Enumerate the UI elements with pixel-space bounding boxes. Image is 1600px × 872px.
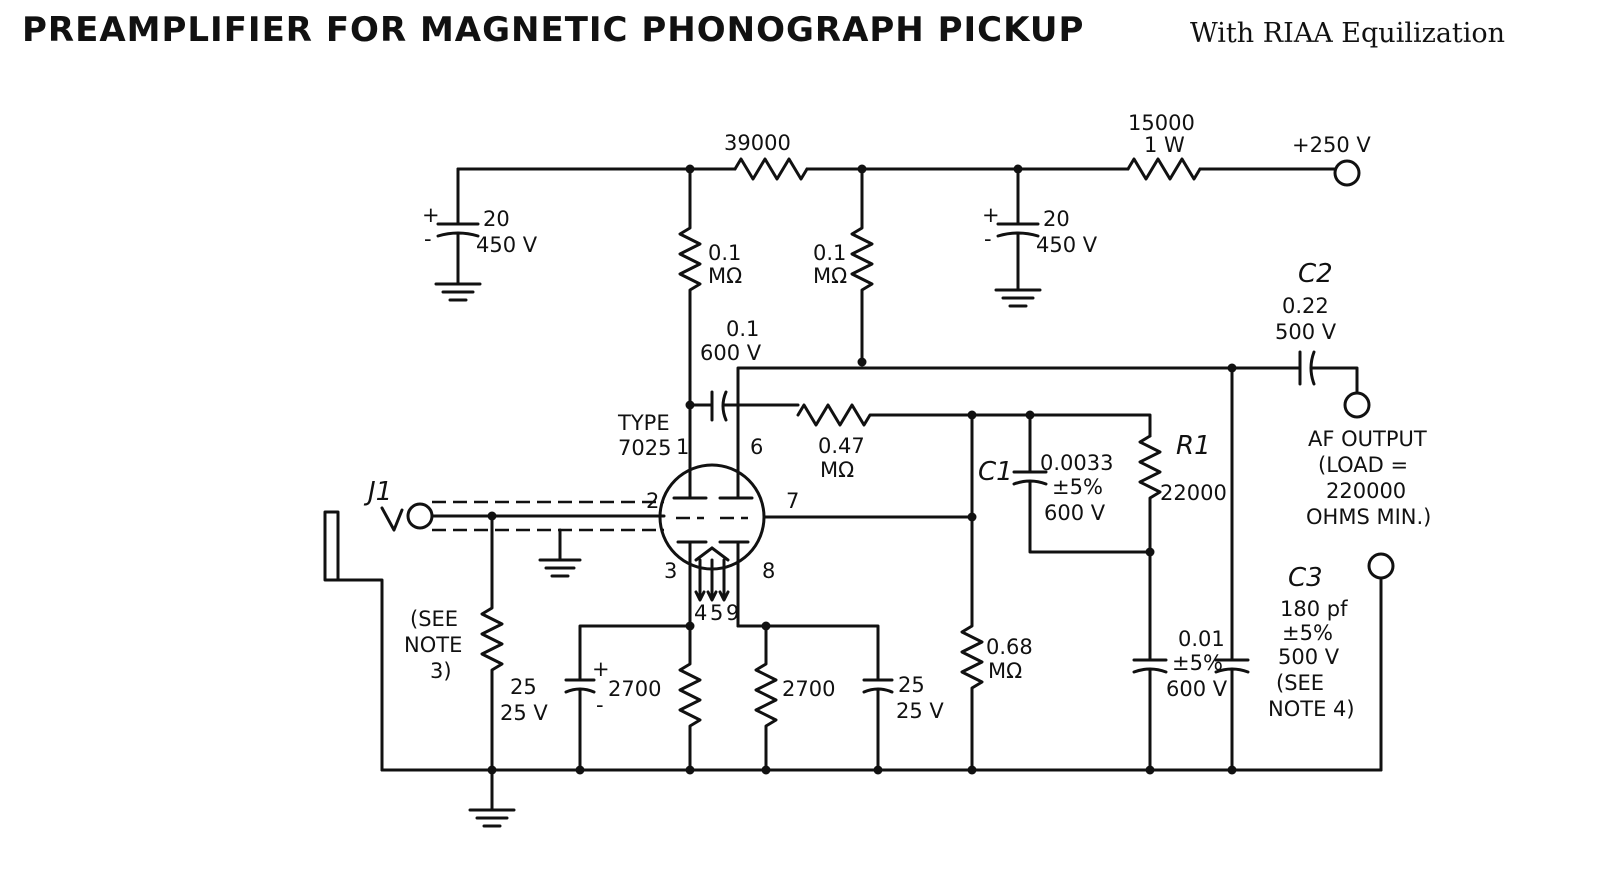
filter2-value: 20 <box>1043 207 1070 231</box>
j1-label: J1 <box>363 477 392 507</box>
c001-value: 0.01 <box>1178 627 1225 651</box>
pin-6: 6 <box>750 435 763 459</box>
output-label-1: AF OUTPUT <box>1308 427 1427 451</box>
filter-capacitor-2 <box>994 167 1042 308</box>
c3-note-line2: NOTE 4) <box>1268 697 1355 721</box>
cath1-resistor: 2700 <box>608 677 661 701</box>
c2-value: 0.22 <box>1282 294 1329 318</box>
plate-resistor-1 <box>678 167 702 410</box>
c1-voltage: 600 V <box>1044 501 1106 525</box>
output-label-2: (LOAD = <box>1318 453 1408 477</box>
filter1-plus: + <box>422 203 440 227</box>
output-terminal-bottom <box>1367 552 1395 580</box>
pin-3: 3 <box>664 559 677 583</box>
pin-1: 1 <box>676 435 689 459</box>
r-15000-watt: 1 W <box>1144 133 1185 157</box>
top-rail <box>456 157 1361 187</box>
supply-label: +250 V <box>1292 133 1371 157</box>
r1-value: 22000 <box>1160 481 1227 505</box>
pin-8: 8 <box>762 559 775 583</box>
plate-resistor-2 <box>850 167 874 367</box>
cath1-minus: - <box>596 693 604 717</box>
c3-capacitor <box>1214 366 1250 775</box>
grid2-resistor <box>960 515 984 775</box>
cathode-1-network <box>564 621 702 775</box>
feedback-network <box>796 403 1162 557</box>
c001-tolerance: ±5% <box>1172 651 1223 675</box>
coupling-voltage: 600 V <box>700 341 762 365</box>
cath2-cap-voltage: 25 V <box>896 699 944 723</box>
plate2-unit: MΩ <box>813 264 847 288</box>
c1-tolerance: ±5% <box>1052 475 1103 499</box>
r-047-unit: MΩ <box>820 458 854 482</box>
pin-4: 4 <box>694 601 707 625</box>
output-label-4: OHMS MIN.) <box>1306 505 1431 529</box>
filter1-voltage: 450 V <box>476 233 538 257</box>
input-resistor <box>468 514 516 828</box>
filter-capacitor-1 <box>434 167 482 302</box>
page-subtitle: With RIAA Equilization <box>1190 18 1506 49</box>
filter2-minus: - <box>984 227 992 251</box>
tube-number: 7025 <box>618 436 671 460</box>
filter1-minus: - <box>424 227 432 251</box>
c3-note-line1: (SEE <box>1276 671 1324 695</box>
r-068-unit: MΩ <box>988 659 1022 683</box>
c3-tolerance: ±5% <box>1282 621 1333 645</box>
page-title: PREAMPLIFIER FOR MAGNETIC PHONOGRAPH PIC… <box>22 10 1085 50</box>
coupling-capacitor <box>688 390 800 422</box>
r-047-value: 0.47 <box>818 434 865 458</box>
c001-voltage: 600 V <box>1166 677 1228 701</box>
pin-9: 9 <box>726 601 739 625</box>
c2-voltage: 500 V <box>1275 320 1337 344</box>
c3-name: C3 <box>1288 563 1323 593</box>
tube-type: TYPE <box>617 411 670 435</box>
pin-7: 7 <box>786 489 799 513</box>
output-terminal-top <box>1343 391 1371 419</box>
output-label-3: 220000 <box>1326 479 1406 503</box>
input-jack <box>323 500 666 772</box>
cath1-cap-value: 25 <box>510 675 537 699</box>
coupling-value: 0.1 <box>726 317 759 341</box>
c1-value: 0.0033 <box>1040 451 1113 475</box>
note3-line2: NOTE <box>404 633 462 657</box>
c3-voltage: 500 V <box>1278 645 1340 669</box>
cath2-cap-value: 25 <box>898 673 925 697</box>
plate1-unit: MΩ <box>708 264 742 288</box>
c2-name: C2 <box>1298 259 1333 289</box>
cath2-resistor: 2700 <box>782 677 835 701</box>
c3-value: 180 pf <box>1280 597 1348 621</box>
note3-line1: (SEE <box>410 607 458 631</box>
cath1-cap-voltage: 25 V <box>500 701 548 725</box>
output-rail <box>736 350 1371 442</box>
plate2-value: 0.1 <box>813 241 846 265</box>
eq-capacitor-001 <box>1132 550 1168 775</box>
filter1-value: 20 <box>483 207 510 231</box>
r-15000-label: 15000 <box>1128 111 1195 135</box>
supply-terminal <box>1333 159 1361 187</box>
r-068-value: 0.68 <box>986 635 1033 659</box>
c1-name: C1 <box>978 457 1013 487</box>
cathode-2-network <box>736 621 894 775</box>
filter2-voltage: 450 V <box>1036 233 1098 257</box>
cath1-plus: + <box>592 657 610 681</box>
pin-5: 5 <box>710 601 723 625</box>
note3-line3: 3) <box>430 659 452 683</box>
r1-name: R1 <box>1176 431 1211 461</box>
r-39000-label: 39000 <box>724 131 791 155</box>
filter2-plus: + <box>982 203 1000 227</box>
plate1-value: 0.1 <box>708 241 741 265</box>
